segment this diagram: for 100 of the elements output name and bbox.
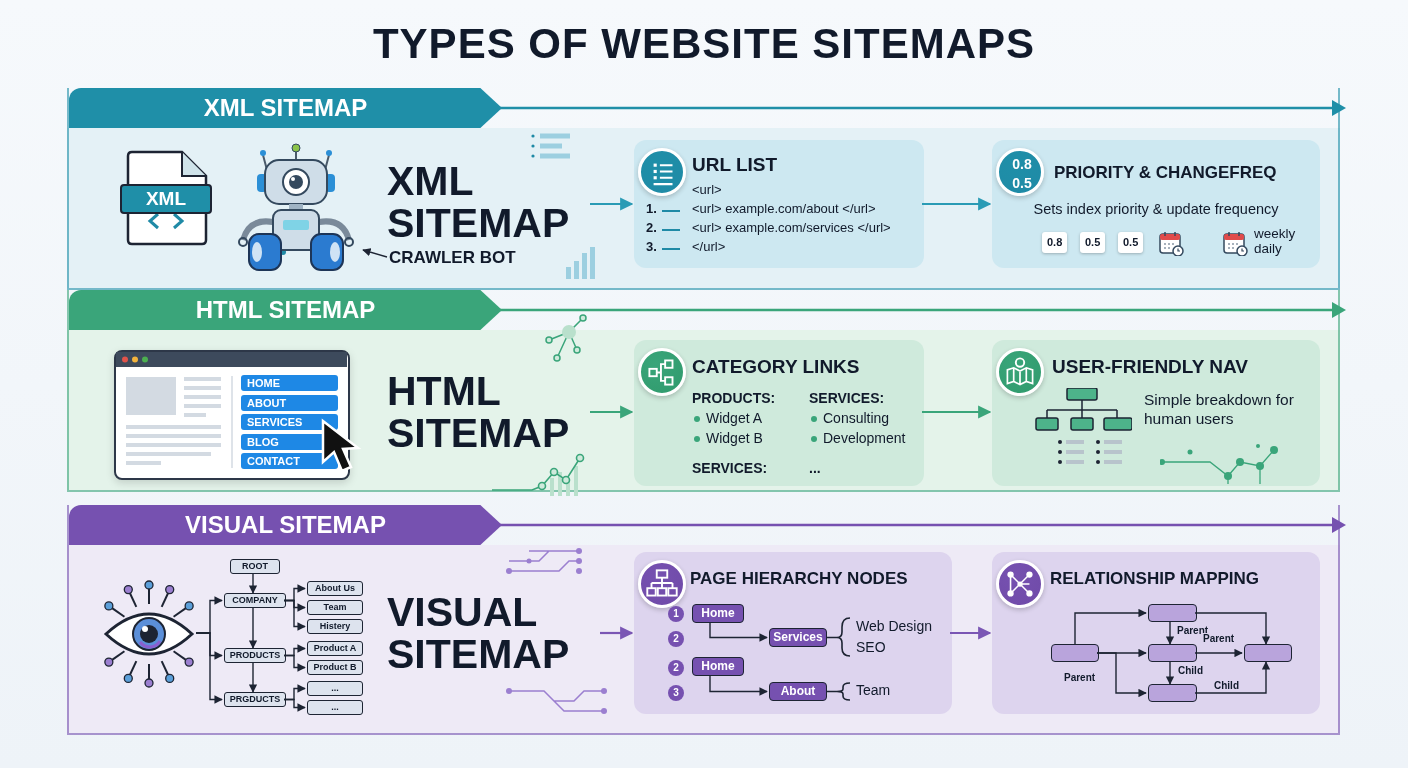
badge-value: 0.5 (1011, 175, 1033, 191)
code-line: <url> example.com/services </url> (692, 220, 891, 236)
card-heading: PRIORITY & CHANGEFREQ (1054, 162, 1277, 184)
info-card (992, 140, 1320, 268)
info-card (634, 140, 924, 268)
child-page-label: Team (856, 682, 891, 699)
relationship-box (1244, 644, 1292, 662)
list-number: 1. (646, 201, 657, 217)
step-number: 2 (668, 631, 684, 647)
edge-label: Parent (1175, 625, 1211, 637)
arrow (248, 573, 258, 594)
page-node: About (769, 682, 827, 701)
page-node: Team (307, 600, 363, 615)
score-chip: 0.8 (1042, 232, 1068, 253)
page-node: Home (692, 604, 744, 623)
child-page-label: SEO (856, 639, 886, 656)
file-label: XML (120, 184, 212, 214)
relationship-box (1148, 644, 1197, 662)
page-node: ROOT (230, 559, 280, 574)
menu-item: ABOUT (241, 394, 338, 411)
category-heading: SERVICES: (809, 390, 885, 407)
arrow (950, 626, 992, 640)
page-node: Home (692, 657, 744, 676)
arrow (248, 662, 258, 693)
arrow (1194, 648, 1243, 658)
arrow (1194, 612, 1271, 645)
child-page-label: Web Design (856, 618, 932, 635)
card-heading: URL LIST (692, 154, 778, 176)
code-line: <url> (692, 182, 722, 198)
page-node: PRGDUCTS (224, 692, 286, 707)
badge-value: 0.8 (1011, 156, 1033, 172)
arrow (922, 405, 992, 419)
code-line: <url> example.com/about </url> (692, 201, 876, 217)
card-heading: RELATIONSHIP MAPPING (1050, 568, 1260, 590)
edge-label: Parent (1201, 633, 1237, 645)
relationship-box (1051, 644, 1099, 662)
info-card (634, 552, 952, 714)
relationship-box (1148, 684, 1197, 702)
page-node: About Us (307, 581, 363, 596)
edge-label: Parent (1062, 672, 1098, 684)
list-number: 2. (646, 220, 657, 236)
step-number: 3 (668, 685, 684, 701)
category-heading: SERVICES: (692, 460, 768, 477)
arrow (600, 626, 634, 640)
arrow (590, 405, 634, 419)
section-panel (67, 88, 1340, 290)
card-heading: PAGE HIERARCHY NODES (690, 568, 908, 590)
list-number: 3. (646, 239, 657, 255)
description: Simple breakdown for human users (1144, 390, 1295, 428)
category-heading: ... (809, 460, 821, 477)
score-chip: 0.5 (1080, 232, 1106, 253)
arrow (590, 197, 634, 211)
list-item: Widget B (694, 430, 763, 447)
section-title: HTML SITEMAP (387, 370, 592, 454)
arrow (1165, 661, 1175, 685)
section-title: VISUAL SITEMAP (387, 591, 602, 675)
list-item: Consulting (811, 410, 890, 427)
card-heading: CATEGORY LINKS (692, 356, 860, 378)
arrow (922, 197, 992, 211)
arrow (709, 675, 768, 696)
arrow (195, 632, 223, 704)
page-node: Product A (307, 641, 363, 656)
description: Sets index priority & update frequency (1032, 200, 1280, 218)
callout-label: CRAWLER BOT (389, 247, 529, 269)
code-line: </url> (692, 239, 726, 255)
arrow (362, 248, 388, 258)
arrow (283, 599, 306, 631)
step-number: 1 (668, 606, 684, 622)
arrow (283, 698, 306, 712)
info-card (634, 340, 924, 486)
page-node: PRODUCTS (224, 648, 286, 663)
menu-item: CONTACT (241, 453, 338, 469)
card-heading: USER-FRIENDLY NAV (1052, 356, 1248, 378)
page-node: Product B (307, 660, 363, 675)
arrow (1194, 661, 1271, 694)
menu-item: HOME (241, 375, 338, 391)
arrow (1096, 652, 1147, 698)
arrow (283, 654, 306, 672)
section-heading: HTML SITEMAP (69, 290, 502, 330)
section-title: XML SITEMAP (387, 160, 592, 244)
page-node: Histery (307, 619, 363, 634)
page-node: ... (307, 681, 363, 696)
info-card (992, 340, 1320, 486)
list-item: Development (811, 430, 906, 447)
info-card (992, 552, 1320, 714)
page-node: Services (769, 628, 827, 647)
arrow (1165, 621, 1175, 645)
diagram-title: TYPES OF WEBSITE SITEMAPS (371, 20, 1037, 68)
section-heading: VISUAL SITEMAP (69, 505, 502, 545)
edge-label: Child (1212, 680, 1241, 692)
section-panel (67, 505, 1340, 735)
category-heading: PRODUCTS: (692, 390, 776, 407)
page-node: ... (307, 700, 363, 715)
arrow (248, 607, 258, 649)
page-node: COMPANY (224, 593, 286, 608)
arrow (1074, 608, 1147, 645)
score-chip: 0.5 (1118, 232, 1144, 253)
step-number: 2 (668, 660, 684, 676)
arrow (709, 622, 768, 642)
edge-label: Child (1176, 665, 1205, 677)
